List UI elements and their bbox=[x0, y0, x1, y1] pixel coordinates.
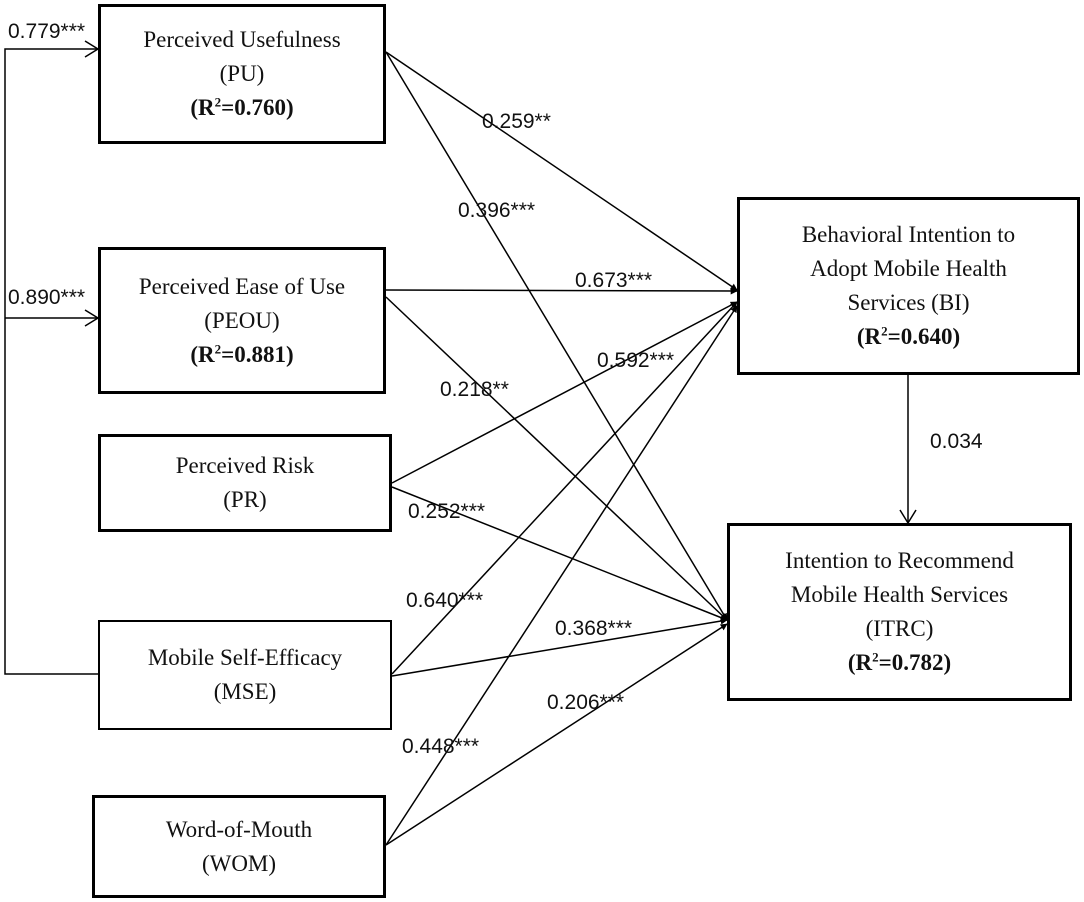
node-bi-line1: Behavioral Intention to bbox=[801, 222, 1016, 247]
coef-pr-bi: 0.592*** bbox=[597, 349, 675, 372]
node-pr-abbr: (PR) bbox=[223, 487, 267, 512]
node-itrc-line2: Mobile Health Services bbox=[790, 582, 1009, 607]
node-bi-r2: (R2=0.640) bbox=[856, 323, 961, 349]
node-wom: Word-of-Mouth (WOM) bbox=[92, 795, 386, 898]
arrow-mse-bi bbox=[391, 301, 738, 675]
node-pr: Perceived Risk (PR) bbox=[98, 434, 392, 532]
node-bi-line2: Adopt Mobile Health bbox=[810, 256, 1007, 281]
node-wom-title: Word-of-Mouth bbox=[165, 816, 313, 842]
coef-peou-bi: 0.673*** bbox=[575, 269, 653, 292]
node-pr-title: Perceived Risk bbox=[175, 453, 315, 478]
node-itrc-line3: (ITRC) bbox=[865, 616, 934, 641]
mse-bracket-line bbox=[4, 48, 98, 675]
coef-mse-peou: 0.890*** bbox=[8, 286, 86, 309]
node-peou-abbr: (PEOU) bbox=[204, 307, 280, 333]
node-bi-line3: Services (BI) bbox=[847, 290, 970, 315]
node-itrc-r2: (R2=0.782) bbox=[847, 649, 952, 675]
node-mse-title: Mobile Self-Efficacy bbox=[147, 645, 343, 670]
coef-pu-bi: 0.259** bbox=[482, 110, 551, 133]
coef-wom-bi: 0.448*** bbox=[402, 735, 480, 758]
coef-mse-bi: 0.640*** bbox=[406, 589, 484, 612]
node-peou: Perceived Ease of Use (PEOU) (R2=0.881) bbox=[98, 247, 386, 394]
arrow-pr-bi bbox=[391, 301, 738, 484]
node-peou-title: Perceived Ease of Use bbox=[138, 273, 346, 299]
node-itrc-line1: Intention to Recommend bbox=[785, 548, 1014, 573]
arrow-wom-bi bbox=[385, 305, 738, 846]
node-pu: Perceived Usefulness (PU) (R2=0.760) bbox=[98, 4, 386, 144]
coef-pu-itrc: 0.396*** bbox=[458, 199, 536, 222]
node-wom-abbr: (WOM) bbox=[201, 850, 277, 876]
arrow-pu-itrc bbox=[385, 51, 728, 621]
coef-mse-pu: 0.779*** bbox=[8, 20, 86, 43]
node-mse-abbr: (MSE) bbox=[213, 679, 277, 704]
node-pu-abbr: (PU) bbox=[219, 61, 265, 86]
coef-pr-itrc: 0.252*** bbox=[408, 500, 486, 523]
node-pu-r2: (R2=0.760) bbox=[190, 94, 294, 120]
coef-bi-itrc: 0.034 bbox=[930, 430, 983, 453]
node-bi: Behavioral Intention to Adopt Mobile Hea… bbox=[737, 197, 1080, 375]
node-itrc: Intention to Recommend Mobile Health Ser… bbox=[727, 523, 1072, 701]
node-mse: Mobile Self-Efficacy (MSE) bbox=[98, 620, 392, 730]
node-peou-r2: (R2=0.881) bbox=[190, 340, 294, 367]
coef-mse-itrc: 0.368*** bbox=[555, 617, 633, 640]
arrow-pu-bi bbox=[385, 51, 738, 291]
arrow-peou-bi bbox=[385, 287, 738, 295]
coef-peou-itrc: 0.218** bbox=[440, 378, 509, 401]
arrow-mse-itrc bbox=[391, 617, 728, 677]
node-pu-title: Perceived Usefulness bbox=[143, 27, 341, 52]
arrow-peou-itrc bbox=[385, 296, 728, 621]
arrow-pr-itrc bbox=[391, 486, 728, 621]
arrow-wom-itrc bbox=[385, 623, 728, 846]
coef-wom-itrc: 0.206*** bbox=[547, 691, 625, 714]
